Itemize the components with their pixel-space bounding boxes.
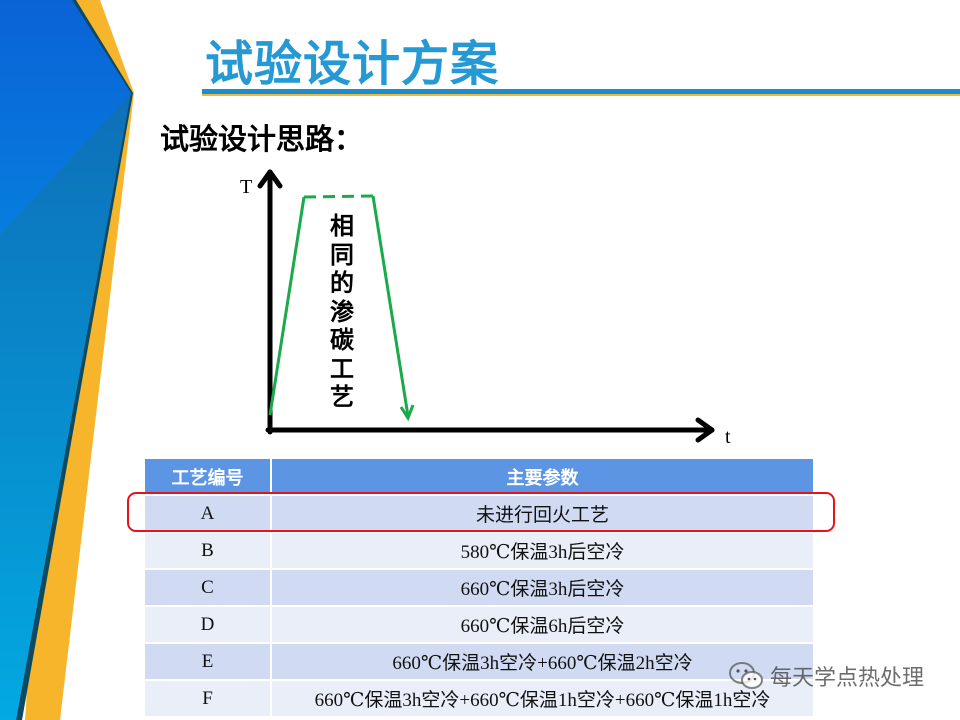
process-id-cell: B: [145, 532, 272, 570]
x-axis: [265, 417, 715, 443]
process-params-cell: 660℃保温3h后空冷: [271, 569, 815, 607]
wechat-icon: [729, 662, 763, 689]
process-id-cell: D: [145, 606, 272, 644]
title-underline: [202, 89, 960, 96]
highlight-box-row-a: [127, 492, 835, 532]
y-axis-label: T: [240, 176, 253, 198]
heating-ramp: [268, 196, 306, 416]
section-heading: 试验设计思路：: [160, 122, 364, 156]
side-decoration: [0, 0, 134, 720]
page-title: 试验设计方案: [205, 36, 500, 92]
process-params-cell: 660℃保温3h空冷+660℃保温2h空冷: [271, 643, 815, 681]
header-process-id: 工艺编号: [145, 459, 272, 496]
process-id-cell: E: [145, 643, 272, 681]
watermark: 每天学点热处理: [728, 660, 924, 692]
process-params-cell: 660℃保温3h空冷+660℃保温1h空冷+660℃保温1h空冷: [271, 680, 815, 718]
holding-dashed: [303, 194, 374, 199]
process-id-cell: C: [145, 569, 272, 607]
process-id-cell: A: [145, 495, 272, 533]
process-id-cell: F: [145, 680, 272, 718]
curve-annotation: 相同的渗碳工艺: [330, 212, 354, 411]
cooling-ramp: [371, 195, 410, 417]
header-main-params: 主要参数: [271, 459, 815, 496]
process-diagram: [257, 169, 715, 443]
y-axis: [257, 169, 283, 435]
process-params-cell: 660℃保温6h后空冷: [271, 606, 815, 644]
x-axis-label: t: [725, 426, 731, 448]
watermark-text: 每天学点热处理: [770, 666, 925, 691]
process-params-cell: 580℃保温3h后空冷: [271, 532, 815, 570]
carburizing-curve: [268, 194, 415, 422]
cooling-arrowhead: [399, 404, 415, 422]
